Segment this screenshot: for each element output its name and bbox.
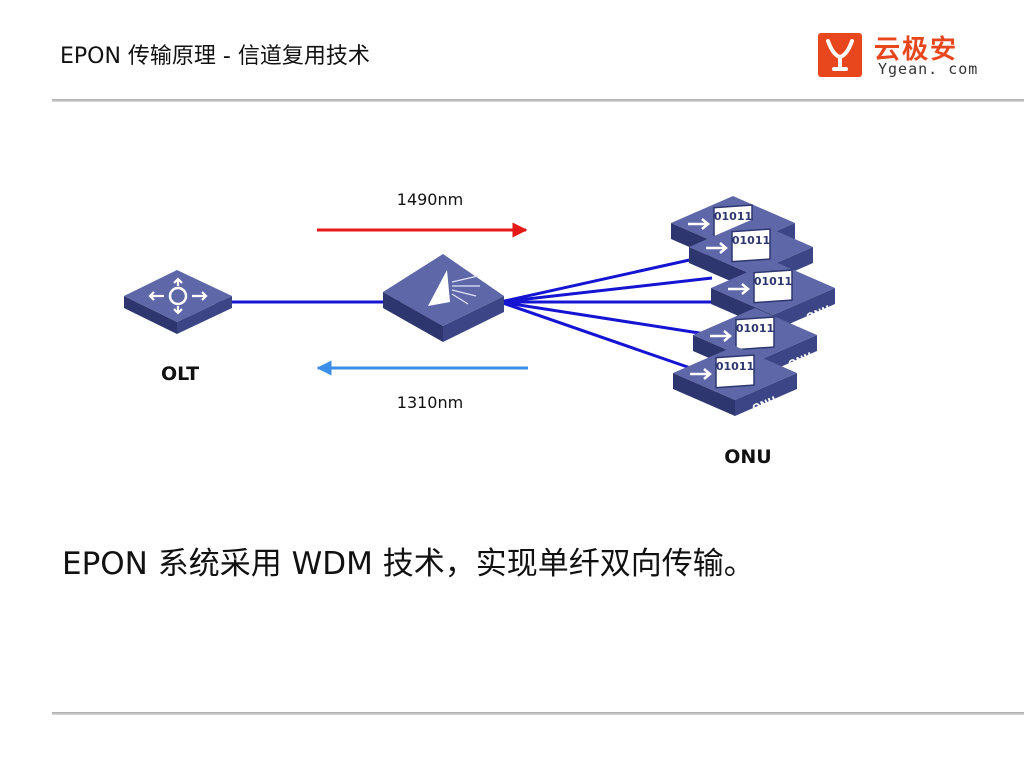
slide-caption: EPON 系统采用 WDM 技术，实现单纤双向传输。 — [62, 546, 755, 582]
svg-text:01011: 01011 — [732, 234, 770, 247]
slide-title: EPON 传输原理 - 信道复用技术 — [60, 44, 370, 69]
svg-text:01011: 01011 — [736, 322, 774, 335]
branch-fiber — [499, 276, 713, 304]
onu-device-icon: 01011 — [687, 218, 815, 292]
downstream-wavelength-label: 1490nm — [397, 190, 463, 209]
svg-text:01011: 01011 — [714, 210, 752, 223]
onu-device-icon: 01011 — [669, 194, 797, 268]
upstream-wavelength-label: 1310nm — [397, 393, 463, 412]
branch-fiber — [499, 300, 703, 374]
logo-mark-icon — [818, 33, 862, 77]
svg-text:01011: 01011 — [716, 360, 754, 373]
logo-url-text: Ygean. com — [878, 60, 979, 78]
branch-fiber — [499, 253, 713, 304]
olt-label: OLT — [161, 363, 199, 385]
footer-divider — [52, 712, 1024, 715]
branch-fibers — [499, 253, 722, 374]
svg-text:01011: 01011 — [754, 275, 792, 288]
olt-switch-icon — [124, 270, 232, 334]
logo-chinese-name: 云极安 — [874, 35, 959, 65]
onu-label: ONU — [724, 446, 771, 468]
header-divider — [52, 99, 1024, 102]
splitter-icon — [383, 254, 504, 342]
branch-fiber — [499, 300, 713, 337]
onu-device-icon: 01011 ONU — [709, 259, 837, 333]
company-logo: 云极安 Ygean. com — [818, 33, 1008, 81]
